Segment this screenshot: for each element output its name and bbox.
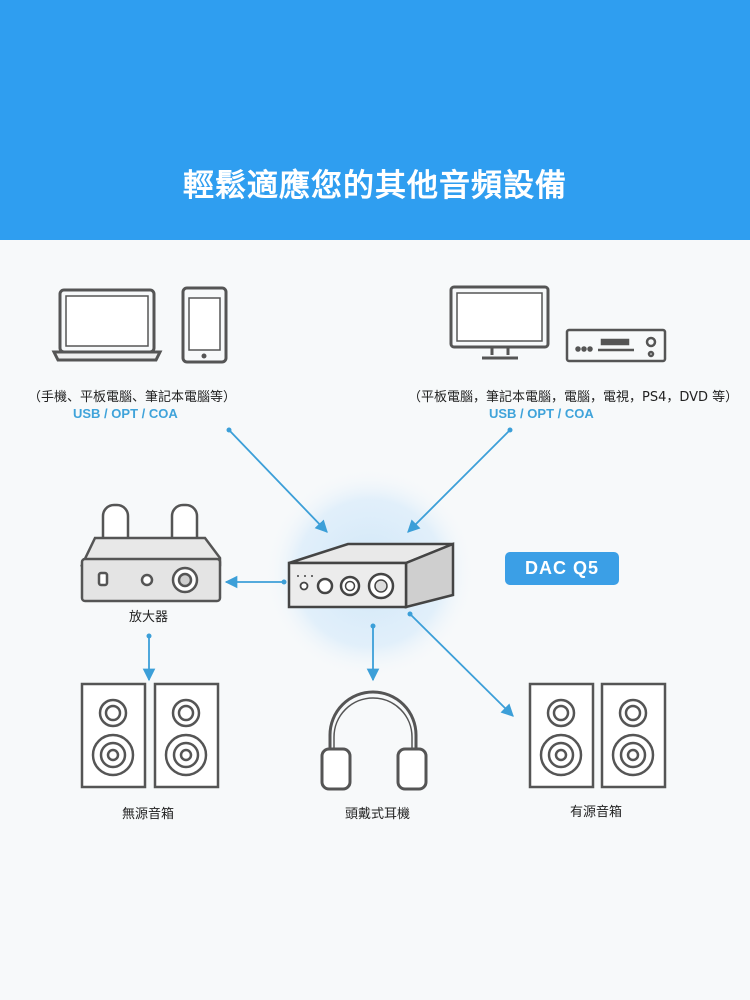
- product-name-badge: DAC Q5: [505, 552, 619, 585]
- left-source-inputs-label: USB / OPT / COA: [73, 406, 178, 421]
- left-source-devices-label: （手機、平板電腦、筆記本電腦等）: [28, 390, 237, 405]
- laptop-icon: [51, 288, 163, 362]
- dac-q5-device-icon: [287, 542, 455, 609]
- diagram-graphics: [51, 285, 667, 791]
- headphones-label: 頭戴式耳機: [345, 807, 411, 822]
- arrow-origin-dots: [146, 427, 513, 639]
- active-speakers-label: 有源音箱: [570, 805, 623, 820]
- active-speakers-icon: [528, 682, 667, 789]
- arrow-left-source-to-dac: [228, 429, 328, 533]
- right-source-inputs-label: USB / OPT / COA: [489, 406, 594, 421]
- arrow-right-source-to-dac: [407, 429, 511, 533]
- signal-arrows: [142, 429, 514, 717]
- monitor-icon: [449, 285, 550, 360]
- page-title: 輕鬆適應您的其他音頻設備: [183, 168, 567, 204]
- header-banner: 輕鬆適應您的其他音頻設備: [0, 0, 750, 240]
- amplifier-label: 放大器: [129, 610, 169, 625]
- passive-speakers-icon: [80, 682, 220, 789]
- dvd-player-icon: [565, 328, 667, 363]
- headphones-icon: [320, 690, 428, 791]
- passive-speakers-label: 無源音箱: [122, 807, 175, 822]
- connection-diagram: （手機、平板電腦、筆記本電腦等） USB / OPT / COA （平板電腦，筆…: [0, 240, 750, 1000]
- phone-icon: [181, 286, 228, 364]
- tube-amplifier-icon: [80, 503, 222, 603]
- right-source-devices-label: （平板電腦，筆記本電腦，電腦，電視，PS4，DVD 等）: [408, 390, 739, 405]
- arrow-dac-to-active-speakers: [409, 613, 514, 717]
